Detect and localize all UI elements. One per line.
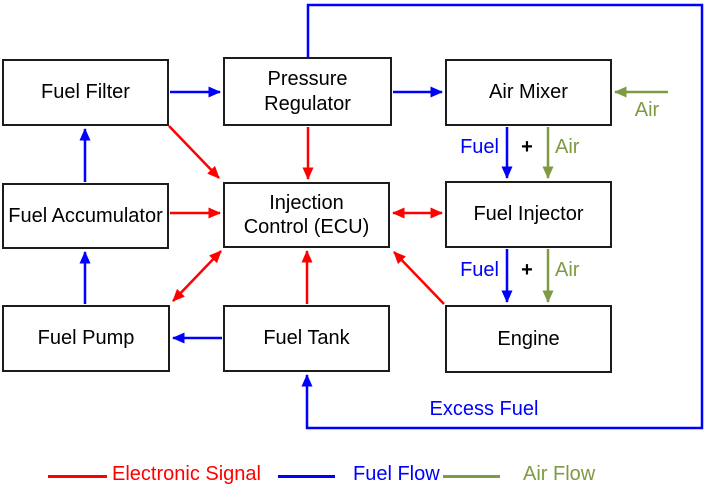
air-label-injector-to-engine: Air [555,259,580,281]
box-air-mixer-label: Air Mixer [489,81,568,104]
legend-swatch-air-flow [443,475,500,478]
box-air-mixer: Air Mixer [445,59,612,126]
box-fuel-pump-label: Fuel Pump [37,327,135,350]
box-fuel-accumulator: Fuel Accumulator [2,183,169,249]
box-injection-control-ecu: Injection Control (ECU) [223,182,390,248]
legend-swatch-electronic-signal [48,475,107,478]
plus-label-injector-to-engine: + [521,259,533,281]
box-fuel-tank-label: Fuel Tank [263,327,350,350]
box-fuel-pump: Fuel Pump [2,305,170,372]
arrow-engine-to-ecu [393,251,445,305]
legend-swatch-fuel-flow [278,475,335,478]
box-injection-control-ecu-label: Injection Control (ECU) [243,191,370,238]
air-label-mixer-to-injector: Air [555,136,580,158]
box-fuel-injector: Fuel Injector [445,181,612,248]
legend-label-electronic-signal: Electronic Signal [112,463,261,485]
box-fuel-accumulator-label: Fuel Accumulator [8,204,163,227]
plus-label-mixer-to-injector: + [521,136,533,158]
box-engine: Engine [445,305,612,373]
arrow-fuel-filter-to-ecu [168,125,220,179]
box-pressure-regulator: Pressure Regulator [223,57,392,126]
box-fuel-filter: Fuel Filter [2,59,169,126]
box-fuel-injector-label: Fuel Injector [473,203,584,226]
air-intake-label: Air [634,99,660,121]
box-fuel-tank: Fuel Tank [223,305,390,372]
box-engine-label: Engine [497,327,560,350]
fuel-label-injector-to-engine: Fuel [460,259,499,281]
arrow-ecu-fuel-pump-bidirectional [172,250,222,302]
box-pressure-regulator-label: Pressure Regulator [264,68,351,115]
legend-label-air-flow: Air Flow [523,463,596,485]
legend-label-fuel-flow: Fuel Flow [353,463,440,485]
fuel-label-mixer-to-injector: Fuel [460,136,499,158]
excess-fuel-label: Excess Fuel [429,398,539,420]
box-fuel-filter-label: Fuel Filter [41,81,130,104]
